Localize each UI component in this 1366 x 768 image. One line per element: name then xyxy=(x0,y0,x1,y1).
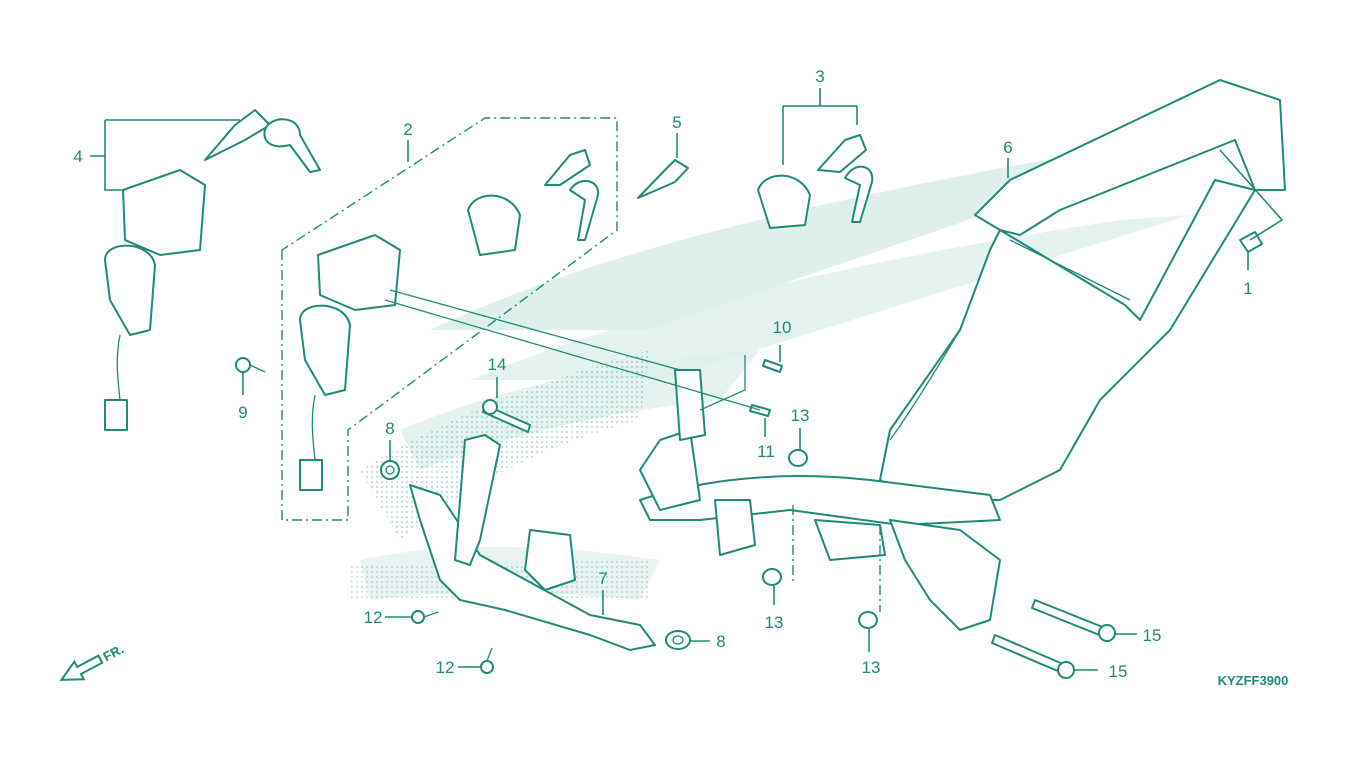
screw-10 xyxy=(762,359,783,373)
nut-13c xyxy=(858,611,878,629)
callout-3: 3 xyxy=(815,67,824,86)
callout-13a: 13 xyxy=(791,406,810,425)
callout-10: 10 xyxy=(773,318,792,337)
callout-12a: 12 xyxy=(364,608,383,627)
front-label: FR. xyxy=(101,641,127,664)
bolt-12b xyxy=(480,647,494,674)
nut-13a xyxy=(788,449,808,467)
clip-1 xyxy=(1239,231,1263,253)
callout-labels: 1 2 3 4 5 6 7 8 8 9 10 11 12 12 13 13 13… xyxy=(73,67,1252,681)
bolt-15a xyxy=(1031,599,1116,642)
diagram-code: KYZFF3900 xyxy=(1218,673,1289,688)
nut-13b xyxy=(762,568,782,586)
bracket xyxy=(409,434,656,651)
callout-11: 11 xyxy=(757,442,775,461)
callout-13c: 13 xyxy=(862,658,881,677)
callout-4: 4 xyxy=(73,147,82,166)
callout-5: 5 xyxy=(672,113,681,132)
callout-8b: 8 xyxy=(716,632,725,651)
callout-12b: 12 xyxy=(436,658,455,677)
callout-9: 9 xyxy=(238,403,247,422)
callout-7: 7 xyxy=(598,569,607,588)
callout-15b: 15 xyxy=(1109,662,1128,681)
screw-11 xyxy=(749,404,771,417)
callout-6: 6 xyxy=(1003,138,1012,157)
leader-lines xyxy=(90,88,1284,671)
ignition-switch-assy xyxy=(104,109,321,431)
bushing-8a xyxy=(380,460,400,480)
key-blank xyxy=(637,159,689,199)
callout-8a: 8 xyxy=(385,419,394,438)
screw-9 xyxy=(235,357,266,373)
front-direction-arrow: FR. xyxy=(59,641,127,681)
bushing-8b xyxy=(665,630,691,650)
bolt-15b xyxy=(991,634,1075,679)
ignition-switch-kit xyxy=(281,117,618,521)
bolt-12a xyxy=(411,610,439,624)
callout-15a: 15 xyxy=(1143,626,1162,645)
callout-14: 14 xyxy=(488,355,507,374)
callout-13b: 13 xyxy=(765,613,784,632)
bolt-14 xyxy=(482,399,531,433)
callout-1: 1 xyxy=(1243,279,1252,298)
callout-2: 2 xyxy=(403,120,412,139)
key-set xyxy=(757,134,874,229)
main-frame-body xyxy=(639,79,1286,631)
